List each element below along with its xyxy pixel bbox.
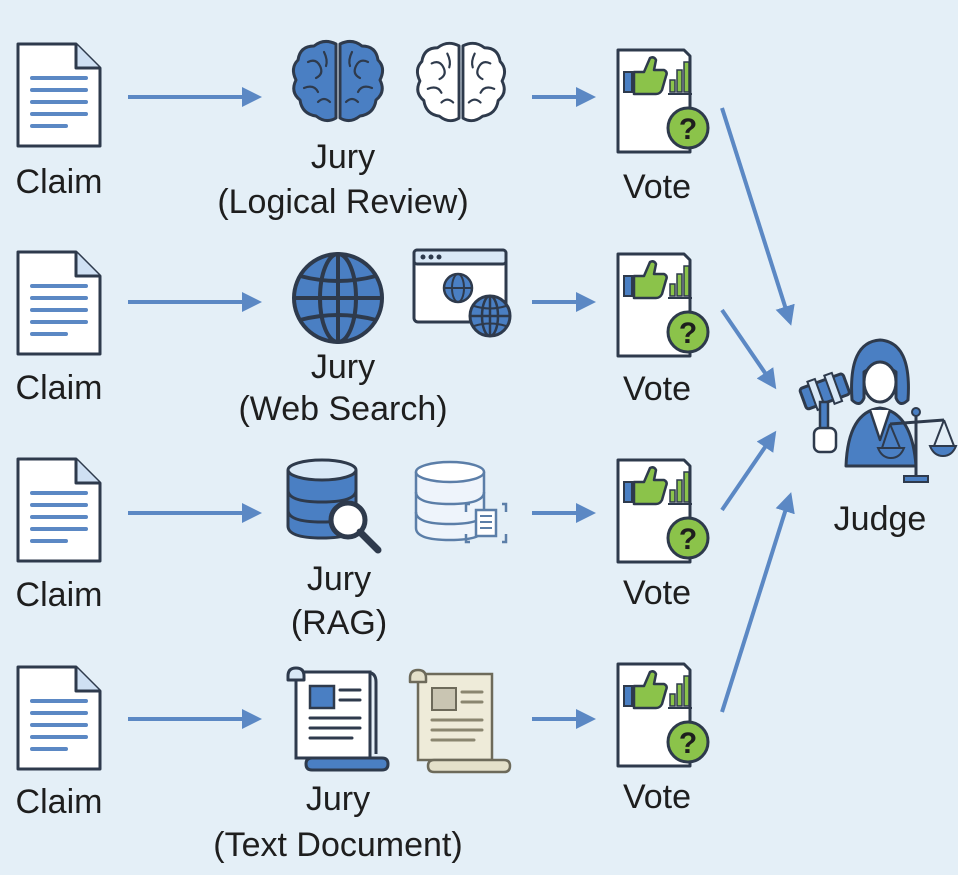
jury-title: Jury (311, 138, 375, 176)
database-search-icon (288, 460, 378, 550)
jury-title: Jury (306, 780, 370, 818)
arrow (720, 430, 777, 512)
brain-outline-icon (415, 41, 507, 123)
browser-globe-icon (412, 248, 512, 338)
arrow (720, 492, 795, 713)
claim-document-icon (16, 250, 102, 356)
jury-subtitle: (Logical Review) (217, 183, 468, 221)
jury-subtitle: (RAG) (291, 604, 387, 642)
brain-icon (291, 39, 385, 123)
vote-icon (616, 48, 710, 154)
arrow (720, 107, 795, 326)
row-web-search: Claim Jury (Web Search) Vote (16, 248, 710, 428)
jury-title: Jury (307, 560, 371, 598)
claim-label: Claim (16, 163, 103, 201)
database-document-icon (414, 460, 508, 544)
vote-icon (616, 458, 710, 564)
vote-icon (616, 252, 710, 358)
jury-title: Jury (311, 348, 375, 386)
vote-label: Vote (623, 574, 691, 612)
claim-document-icon (16, 665, 102, 771)
scroll-document-icon (286, 666, 390, 772)
vote-label: Vote (623, 168, 691, 206)
judge-label: Judge (834, 500, 927, 538)
claim-document-icon (16, 457, 102, 563)
vote-label: Vote (623, 778, 691, 816)
claim-label: Claim (16, 369, 103, 407)
claim-label: Claim (16, 783, 103, 821)
row-text-document: Claim Jury (Text Document) Vote (16, 662, 710, 864)
jury-subtitle: (Text Document) (213, 826, 462, 864)
arrow (720, 308, 777, 390)
claim-document-icon (16, 42, 102, 148)
vote-to-judge-arrows (720, 107, 795, 713)
row-rag: Claim Jury (RAG) Vote (16, 457, 710, 642)
globe-icon (292, 252, 384, 344)
jury-subtitle: (Web Search) (238, 390, 447, 428)
scroll-document-beige-icon (408, 668, 512, 774)
judge-gavel-scales-icon (798, 338, 958, 483)
vote-icon (616, 662, 710, 768)
claim-label: Claim (16, 576, 103, 614)
row-logical-review: Claim Jury (Logical Review) Vote (16, 39, 710, 221)
vote-label: Vote (623, 370, 691, 408)
